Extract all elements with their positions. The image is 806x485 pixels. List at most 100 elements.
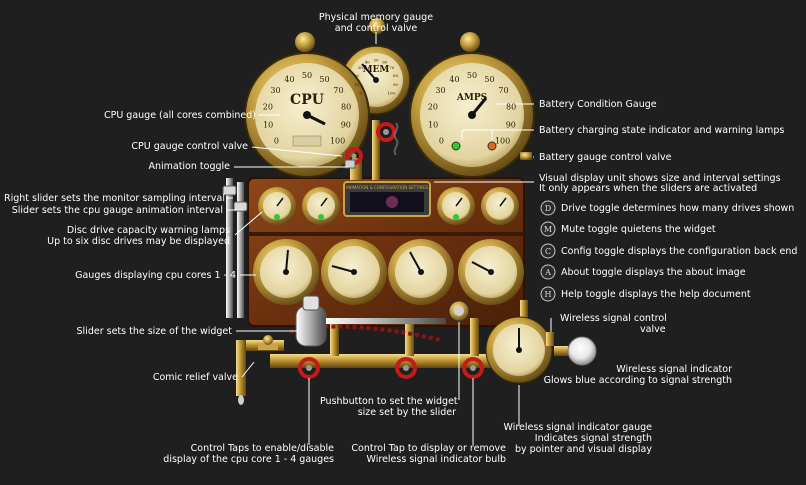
label-physical-memory-1: Physical memory gauge — [318, 12, 434, 23]
size-slider[interactable] — [295, 295, 446, 347]
left-slider-rod[interactable] — [237, 182, 244, 318]
comic-valve-spout — [236, 340, 246, 396]
label-vdu-2: It only appears when the sliders are act… — [539, 183, 758, 194]
mem-scale-4: 40 — [365, 59, 371, 64]
mem-scale-9: 90 — [393, 82, 399, 87]
label-battery-condition: Battery Condition Gauge — [539, 99, 657, 110]
amps-scale-6: 50 — [484, 75, 494, 84]
amps-scale-8: 80 — [506, 103, 516, 112]
cpu-scale-4: 40 — [284, 75, 294, 84]
help-toggle[interactable]: H — [540, 286, 556, 302]
control-tap-cpu-cores[interactable] — [298, 357, 320, 379]
cpu-scale-7: 70 — [333, 86, 343, 95]
cpu-scale-1: 10 — [263, 121, 273, 130]
cpu-scale-6: 50 — [319, 75, 329, 84]
size-pushbutton[interactable] — [448, 300, 470, 322]
svg-text:A: A — [544, 268, 551, 277]
battery-charging-lamp-green — [451, 141, 461, 151]
cpu-digital-readout — [292, 135, 322, 147]
drive-toggle[interactable]: D — [540, 200, 556, 216]
mem-scale-5: 50 — [373, 57, 379, 62]
svg-text:M: M — [544, 225, 552, 234]
mem-scale-6: 60 — [382, 59, 388, 64]
label-wireless-gauge-1: Wireless signal indicator gauge — [503, 422, 652, 433]
mem-scale-8: 80 — [393, 73, 399, 78]
amps-scale-9: 90 — [506, 121, 516, 130]
mem-title: MEM — [363, 65, 390, 75]
disc-gauge-2 — [302, 187, 340, 225]
amps-scale-10: 100 — [495, 137, 510, 146]
left-slider-knob[interactable] — [233, 201, 248, 212]
svg-text:H: H — [545, 290, 552, 299]
config-toggle[interactable]: C — [540, 243, 556, 259]
wireless-control-valve[interactable] — [546, 332, 554, 346]
label-cpu-cores: Gauges displaying cpu cores 1 - 4 — [75, 270, 236, 281]
cpu-core-gauge-2 — [321, 239, 387, 305]
label-battery-lamps: Battery charging state indicator and war… — [539, 125, 785, 136]
amps-scale-3: 30 — [435, 86, 445, 95]
label-physical-memory-2: and control valve — [334, 23, 418, 34]
vdu-glow — [386, 196, 398, 208]
disc-lamp-3 — [453, 214, 459, 220]
label-comic-valve: Comic relief valve — [152, 372, 238, 383]
about-toggle[interactable]: A — [540, 264, 556, 280]
disc-lamp-1 — [274, 214, 280, 220]
disc-gauge-3 — [437, 187, 475, 225]
control-tap-wireless[interactable] — [462, 357, 484, 379]
steam-puff — [393, 122, 399, 156]
label-right-slider-1: Right slider sets the monitor sampling i… — [4, 193, 225, 204]
battery-warning-lamp-orange — [487, 141, 497, 151]
disc-gauge-4 — [481, 187, 519, 225]
amps-scale-1: 10 — [428, 121, 438, 130]
label-about-toggle: About toggle displays the about image — [561, 267, 746, 278]
mute-toggle[interactable]: M — [540, 221, 556, 237]
label-right-slider-2: Slider sets the cpu gauge animation inte… — [11, 205, 223, 216]
label-config-toggle: Config toggle displays the configuration… — [561, 246, 798, 257]
label-cpu-valve: CPU gauge control valve — [131, 141, 248, 152]
cpu-scale-0: 0 — [274, 137, 279, 146]
label-wireless-gauge-2: Indicates signal strength — [534, 433, 652, 444]
label-disc-lamps-1: Disc drive capacity warning lamps — [66, 225, 230, 236]
memory-gauge: MEM — [341, 18, 411, 115]
pipe-riser-2 — [405, 318, 414, 356]
label-drive-toggle: Drive toggle determines how many drives … — [561, 203, 795, 214]
label-control-tap-wifi-2: Wireless signal indicator bulb — [366, 454, 506, 465]
label-wireless-valve-1: Wireless signal control — [560, 313, 667, 324]
control-tap-2[interactable] — [395, 357, 417, 379]
pipe-riser-3 — [470, 318, 479, 356]
label-wireless-gauge-3: by pointer and visual display — [514, 444, 652, 455]
label-battery-valve: Battery gauge control valve — [539, 152, 672, 163]
mem-scale-10: 100 — [387, 90, 395, 95]
label-wireless-valve-2: valve — [640, 324, 666, 335]
right-slider-rod[interactable] — [226, 178, 233, 318]
label-wireless-indicator-2: Glows blue according to signal strength — [543, 375, 732, 386]
label-size-slider: Slider sets the size of the widget — [76, 326, 232, 337]
label-cpu-gauge: CPU gauge (all cores combined) — [103, 110, 256, 121]
mem-needle — [361, 63, 377, 81]
label-help-toggle: Help toggle displays the help document — [561, 289, 751, 300]
label-control-taps-2: display of the cpu core 1 - 4 gauges — [163, 454, 334, 465]
cpu-scale-3: 30 — [270, 86, 280, 95]
wireless-signal-bulb — [554, 336, 597, 366]
mem-scale-2: 20 — [354, 73, 360, 78]
amps-scale-4: 40 — [449, 75, 459, 84]
label-vdu-1: Visual display unit shows size and inter… — [539, 173, 781, 184]
cpu-core-gauge-4 — [458, 239, 524, 305]
svg-text:D: D — [545, 204, 551, 213]
battery-control-valve[interactable] — [520, 152, 532, 160]
visual-display-unit: ANIMATION & CONFIGURATION SETTINGS — [343, 181, 431, 217]
disc-lamp-2 — [318, 214, 324, 220]
right-slider-knob[interactable] — [222, 185, 237, 196]
memory-pipe — [372, 120, 380, 180]
amps-scale-7: 70 — [498, 86, 508, 95]
amps-scale-5: 50 — [467, 71, 477, 80]
animation-toggle[interactable] — [344, 159, 356, 169]
cpu-scale-5: 50 — [302, 71, 312, 80]
cpu-scale-2: 20 — [263, 103, 273, 112]
amps-scale-0: 0 — [439, 137, 444, 146]
memory-control-valve[interactable] — [376, 122, 396, 142]
disc-gauge-1 — [258, 187, 296, 225]
vdu-text: ANIMATION & CONFIGURATION SETTINGS — [346, 185, 429, 190]
comic-relief-valve[interactable] — [238, 335, 278, 405]
